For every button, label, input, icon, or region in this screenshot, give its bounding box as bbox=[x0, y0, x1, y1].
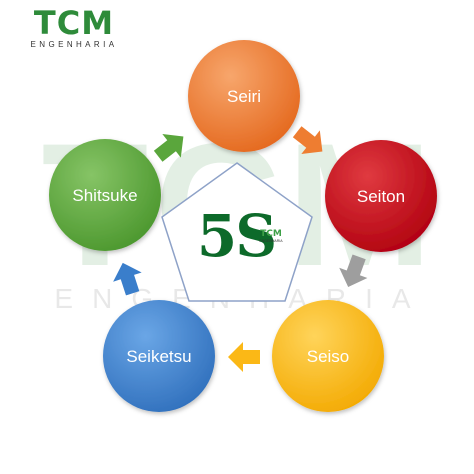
center-mini-subtitle: ENGENHARIA bbox=[259, 239, 283, 243]
center-pentagon bbox=[161, 162, 313, 302]
arrow-seiton-to-seiso bbox=[339, 254, 368, 287]
step-circle bbox=[49, 139, 161, 251]
center-mini-brand: TCM bbox=[260, 229, 282, 239]
step-label: Seiton bbox=[357, 187, 405, 206]
logo-brand: TCM bbox=[33, 4, 115, 42]
step-seiton: Seiton bbox=[325, 140, 437, 252]
step-seiso: Seiso bbox=[272, 300, 384, 412]
arrow-seiketsu-to-shitsuke bbox=[113, 262, 142, 296]
cycle-arrows bbox=[113, 126, 368, 372]
step-circle bbox=[103, 300, 215, 412]
tcm-logo: TCM ENGENHARIA bbox=[14, 6, 144, 50]
step-circle bbox=[188, 40, 300, 152]
step-circle bbox=[272, 300, 384, 412]
step-label: Shitsuke bbox=[72, 186, 137, 205]
arrow-seiso-to-seiketsu bbox=[228, 342, 260, 372]
step-seiketsu: Seiketsu bbox=[103, 300, 215, 412]
arrow-seiri-to-seiton bbox=[292, 126, 323, 155]
center-5s-label: 5S bbox=[197, 202, 275, 270]
step-shitsuke: Shitsuke bbox=[49, 139, 161, 251]
arrow-shitsuke-to-seiri bbox=[153, 133, 184, 162]
step-label: Seiso bbox=[307, 347, 350, 366]
logo-subtitle: ENGENHARIA bbox=[30, 40, 118, 49]
step-label: Seiri bbox=[227, 87, 261, 106]
step-seiri: Seiri bbox=[188, 40, 300, 152]
step-label: Seiketsu bbox=[126, 347, 191, 366]
step-circle bbox=[325, 140, 437, 252]
